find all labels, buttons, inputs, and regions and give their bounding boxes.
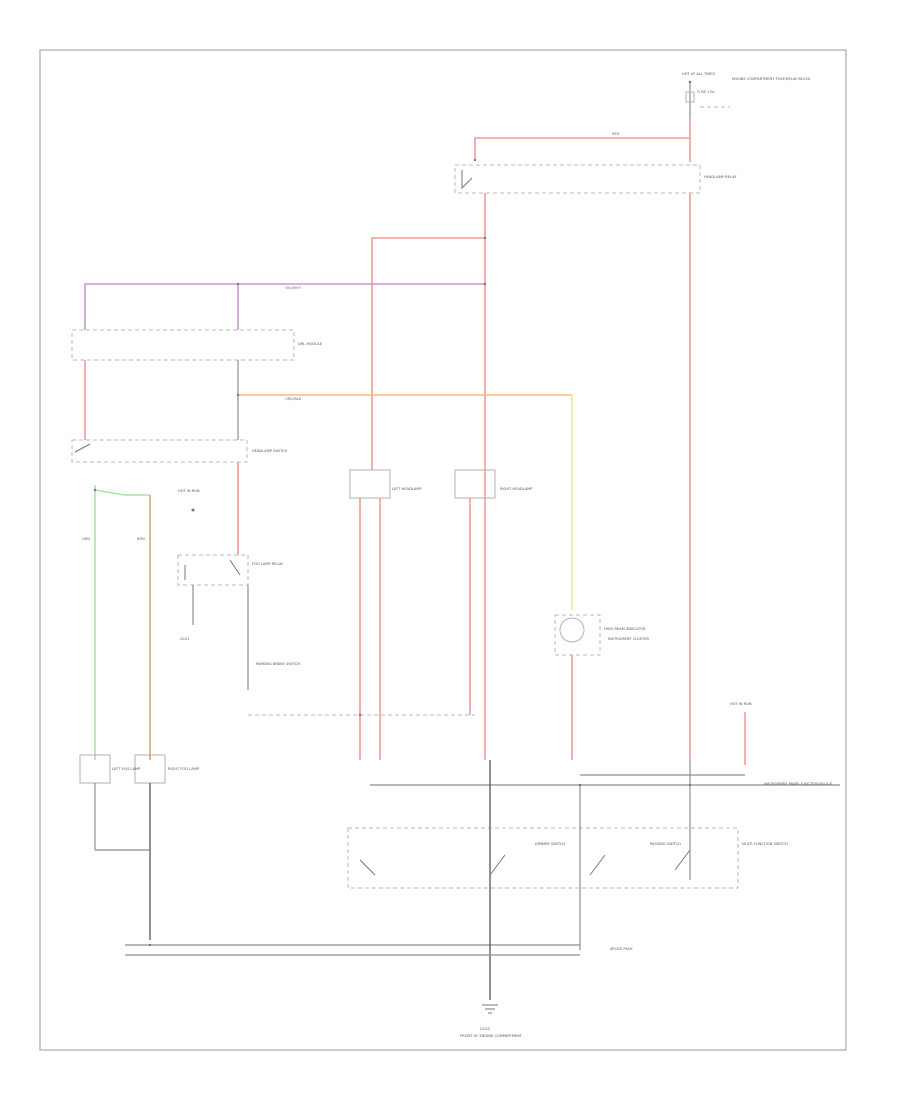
relay-switch-symbol (461, 170, 473, 190)
switch-contacts (359, 849, 691, 876)
label-fuse: FUSE 15A (697, 90, 715, 94)
label-wire-green: GRN (82, 537, 90, 541)
label-wire-brown: BRN (137, 537, 145, 541)
label-headlamp-relay: HEADLAMP RELAY (704, 175, 737, 179)
label-splice-pack: SPLICE PACK (610, 947, 633, 951)
label-fuse-block: ENGINE COMPARTMENT FUSE/RELAY BLOCK (732, 77, 811, 81)
diagram-frame (39, 49, 847, 1051)
label-junction-block: INSTRUMENT PANEL JUNCTION BLOCK (764, 782, 833, 786)
label-wire-orange: ORG/BLK (285, 397, 302, 401)
right-headlamp-box (454, 469, 496, 499)
terminal-dots (93, 158, 692, 947)
wire-green-cross (94, 489, 150, 496)
label-passing: PASSING SWITCH (650, 842, 681, 846)
label-left-headlamp: LEFT HEADLAMP (392, 487, 422, 491)
label-hot-at-all-times: HOT AT ALL TIMES (682, 72, 716, 76)
label-cluster: INSTRUMENT CLUSTER (608, 637, 649, 641)
label-right-fog: RIGHT FOG LAMP (168, 767, 200, 771)
multifunction-switch-box (347, 827, 739, 889)
left-headlamp-box (349, 469, 391, 499)
headlamp-switch-contact (74, 443, 91, 453)
drl-module-box (71, 329, 295, 361)
label-left-fog: LEFT FOG LAMP (112, 767, 141, 771)
label-hot-in-run: HOT IN RUN (178, 489, 200, 493)
ground-symbol (482, 1004, 498, 1014)
fog-relay-box (177, 554, 249, 586)
indicator-lamp (559, 617, 585, 643)
label-hot-right: HOT IN RUN (730, 702, 752, 706)
label-headlamp-switch: HEADLAMP SWITCH (252, 449, 288, 453)
label-right-headlamp: RIGHT HEADLAMP (500, 487, 533, 491)
label-drl-module: DRL MODULE (298, 342, 323, 346)
label-ground-g103: G103 (480, 1027, 490, 1031)
wire-violet (84, 283, 485, 330)
label-wire-red-top: RED (612, 132, 620, 136)
wire-red-left-headlamp (371, 237, 485, 470)
headlamp-switch-box (71, 439, 248, 463)
label-wire-violet: VIO/WHT (285, 286, 302, 290)
wire-red-top (474, 118, 691, 160)
label-dimmer: DIMMER SWITCH (535, 842, 565, 846)
label-indicator: HIGH BEAM INDICATOR (604, 627, 646, 631)
label-fog-lamp-relay: FOG LAMP RELAY (252, 562, 284, 566)
fuse-symbol (685, 91, 695, 103)
terminal-hot-run (191, 508, 195, 512)
fog-relay-contacts (184, 559, 241, 580)
label-multifunction: MULTI-FUNCTION SWITCH (742, 842, 788, 846)
headlamp-relay-box (454, 164, 701, 194)
label-ground-left: G101 (180, 637, 190, 641)
indicator-box (554, 614, 601, 656)
label-ground-location: FRONT OF ENGINE COMPARTMENT (460, 1034, 523, 1038)
label-parking-brake: PARKING BRAKE SWITCH (256, 662, 300, 666)
